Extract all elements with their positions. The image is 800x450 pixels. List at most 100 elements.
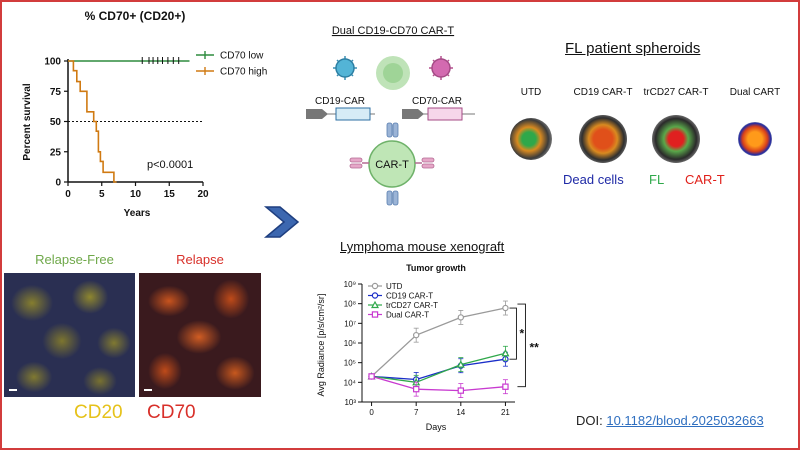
tumor-growth-xtick-label: 7 <box>414 408 419 417</box>
spheroid-column-label: trCD27 CAR-T <box>643 87 709 98</box>
tumor-growth-point <box>502 383 509 390</box>
tumor-growth-point <box>501 349 510 357</box>
survival-legend-label: CD70 low <box>220 51 264 62</box>
tumor-growth-point <box>457 387 465 394</box>
survival-xtick-label: 10 <box>130 189 142 200</box>
relapse-micrograph <box>139 273 261 397</box>
survival-xtick-label: 15 <box>164 189 176 200</box>
doi-link[interactable]: 10.1182/blood.2025032663 <box>606 413 764 428</box>
survival-xtick-label: 5 <box>99 189 105 200</box>
survival-chart: % CD70+ (CD20+) 0 25 50 75 100 0 5 10 15 20 CD70 … <box>22 9 267 219</box>
tumor-growth-point <box>456 360 465 368</box>
xenograft-title: Lymphoma mouse xenograft <box>340 239 505 254</box>
dual-cart-title: Dual CD19-CD70 CAR-T <box>332 25 455 37</box>
tumor-growth-xtick-label: 21 <box>501 408 510 417</box>
tumor-growth-legend-label: UTD <box>386 282 403 291</box>
survival-axes: 0 25 50 75 100 0 5 10 15 20 <box>44 57 209 201</box>
tumor-growth-legend-marker <box>370 300 380 309</box>
tumor-growth-ytick-label: 10⁵ <box>344 359 356 368</box>
tumor-growth-legend-marker <box>371 311 379 318</box>
tumor-cell-icon <box>376 56 410 90</box>
legend-car-t: CAR-T <box>685 172 725 187</box>
tumor-growth-legend-label: trCD27 CAR-T <box>386 301 438 310</box>
tumor-growth-point <box>502 304 509 312</box>
significance-bracket <box>517 303 526 388</box>
significance-bracket <box>509 307 517 360</box>
tumor-growth-point <box>412 385 420 393</box>
doi-text: DOI: 10.1182/blood.2025032663 <box>576 413 764 428</box>
spheroid-image <box>738 122 772 156</box>
tumor-growth-legend-label: CD19 CAR-T <box>386 292 433 301</box>
tumor-growth-legend-marker <box>371 282 379 290</box>
survival-xtick-label: 20 <box>197 189 209 200</box>
survival-ytick-label: 25 <box>50 147 62 158</box>
survival-xtick-label: 0 <box>65 189 71 200</box>
tumor-growth-legend-marker <box>371 292 379 299</box>
tumor-growth-chart: Tumor growth 10³ 10⁴ 10⁵ 10⁶ 10⁷ 10⁸ 10⁹ 0 7 14 21… <box>316 263 539 432</box>
survival-series-line <box>68 60 117 183</box>
scale-bar <box>144 389 152 391</box>
survival-xlabel: Years <box>124 208 151 219</box>
tumor-growth-series-line <box>371 307 506 377</box>
tumor-growth-series <box>367 300 510 398</box>
chevron-right-icon <box>263 206 300 238</box>
tumor-growth-series-line <box>371 352 506 383</box>
scale-bar <box>9 389 17 391</box>
tumor-growth-xtick-label: 0 <box>369 408 374 417</box>
tumor-growth-point <box>368 373 375 380</box>
spheroids-title: FL patient spheroids <box>565 40 701 57</box>
tumor-growth-ytick-label: 10⁸ <box>344 300 356 309</box>
survival-ytick-label: 0 <box>55 178 61 189</box>
cd20-label: CD20 <box>74 402 123 423</box>
spheroid-image <box>579 115 627 163</box>
tumor-growth-ytick-label: 10³ <box>344 398 356 407</box>
significance-label: ** <box>529 340 539 354</box>
legend-fl: FL <box>649 172 665 187</box>
tumor-growth-title: Tumor growth <box>406 263 466 273</box>
survival-ytick-label: 75 <box>50 87 62 98</box>
survival-ylabel: Percent survival <box>22 83 33 160</box>
dual-cart-schematic: Dual CD19-CD70 CAR-T CD19-CAR CD70-CAR <box>306 25 475 206</box>
relapse-free-micrograph <box>4 273 135 397</box>
cd19-target-cell-icon <box>333 56 357 80</box>
car-t-label: CAR-T <box>375 159 409 171</box>
tumor-growth-series-line <box>371 358 506 381</box>
tumor-growth-ytick-label: 10⁴ <box>344 378 357 387</box>
tumor-growth-ytick-label: 10⁷ <box>344 319 356 328</box>
survival-pvalue: p<0.0001 <box>147 159 193 171</box>
spheroid-column-label: Dual CART <box>729 87 781 98</box>
spheroid-column-label: CD19 CAR-T <box>573 87 633 98</box>
spheroid-image <box>510 118 552 160</box>
significance-brackets: *** <box>509 303 539 388</box>
survival-legend-label: CD70 high <box>220 67 267 78</box>
tumor-growth-point <box>412 331 420 339</box>
survival-title: % CD70+ (CD20+) <box>85 9 186 23</box>
tumor-growth-xtick-label: 14 <box>456 408 465 417</box>
tumor-growth-xlabel: Days <box>426 422 447 432</box>
cd19-car-label: CD19-CAR <box>315 96 365 107</box>
cd70-label: CD70 <box>147 402 196 423</box>
car-t-cell-icon <box>349 140 435 206</box>
significance-label: * <box>519 327 524 341</box>
cd70-car-label: CD70-CAR <box>412 96 462 107</box>
cd70-construct <box>402 107 475 121</box>
tumor-growth-legend-label: Dual CAR-T <box>386 311 429 320</box>
survival-ytick-label: 50 <box>50 117 62 128</box>
legend-dead-cells: Dead cells <box>563 172 624 187</box>
tumor-growth-series-line <box>371 375 506 392</box>
relapse-label: Relapse <box>176 252 224 267</box>
cd19-construct <box>306 107 375 121</box>
doi-prefix: DOI: <box>576 413 607 428</box>
spheroid-column-label: UTD <box>520 87 542 98</box>
survival-ytick-label: 100 <box>44 57 61 68</box>
tumor-growth-ytick-label: 10⁹ <box>344 280 356 289</box>
relapse-free-label: Relapse-Free <box>35 252 114 267</box>
tumor-growth-ytick-label: 10⁶ <box>344 339 356 348</box>
receptor-icon <box>386 122 399 138</box>
cd70-target-cell-icon <box>429 56 453 80</box>
survival-series <box>68 57 190 183</box>
spheroid-image <box>652 115 700 163</box>
